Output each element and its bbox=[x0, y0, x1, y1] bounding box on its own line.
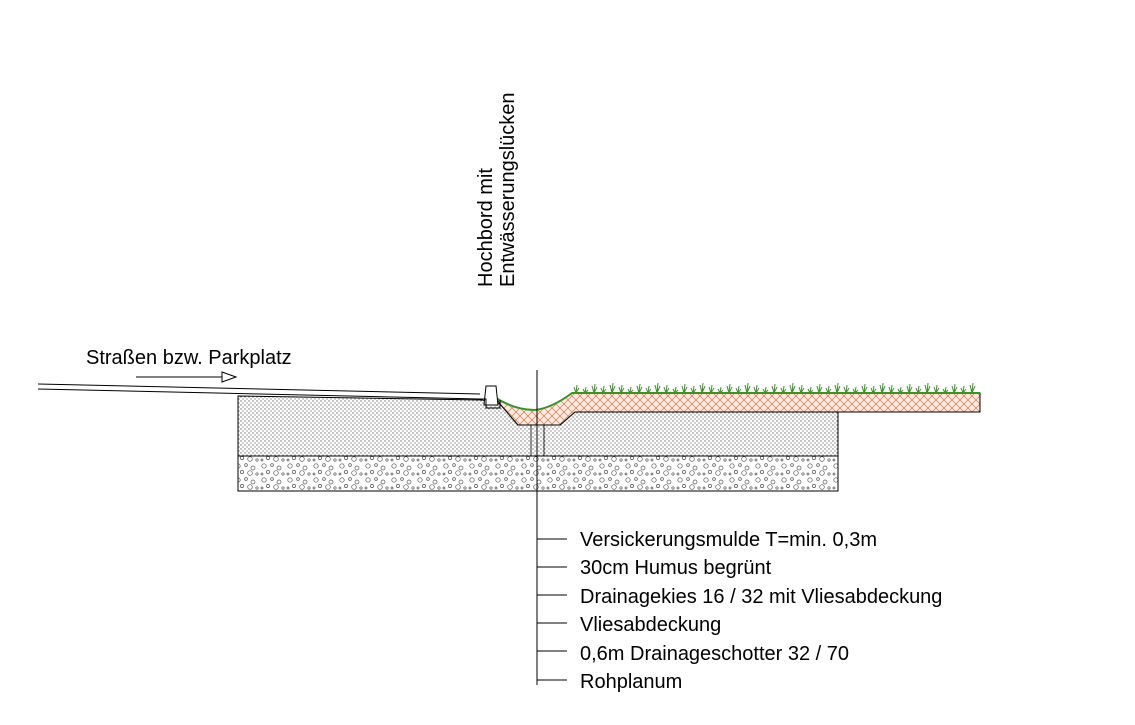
legend-item-fleece: Vliesabdeckung bbox=[580, 614, 721, 636]
curb-label-line1: Hochbord mit bbox=[475, 168, 497, 287]
road-label: Straßen bzw. Parkplatz bbox=[86, 347, 292, 369]
flow-arrow-icon bbox=[136, 371, 238, 383]
grass-tuft-strokes bbox=[573, 382, 976, 394]
legend-item-ballast: 0,6m Drainageschotter 32 / 70 bbox=[580, 643, 849, 665]
grass-line bbox=[495, 392, 980, 412]
curb-label-line2: Entwässerungslücken bbox=[497, 92, 519, 287]
curb-label: Hochbord mit Entwässerungslücken bbox=[475, 92, 519, 287]
road-surface bbox=[37, 383, 481, 400]
legend-item-drainage-gravel: Drainagekies 16 / 32 mit Vliesabdeckung bbox=[580, 586, 942, 608]
layer-legend: Versickerungsmulde T=min. 0,3m 30cm Humu… bbox=[537, 529, 942, 693]
curb-stone-icon bbox=[480, 385, 501, 409]
grass-tufts bbox=[573, 382, 976, 394]
legend-item-humus: 30cm Humus begrünt bbox=[580, 557, 772, 579]
legend-item-subgrade: Rohplanum bbox=[580, 671, 682, 693]
drain-detail bbox=[530, 425, 545, 456]
drainage-ballast-layer bbox=[237, 455, 839, 492]
legend-item-swale: Versickerungsmulde T=min. 0,3m bbox=[580, 529, 877, 551]
